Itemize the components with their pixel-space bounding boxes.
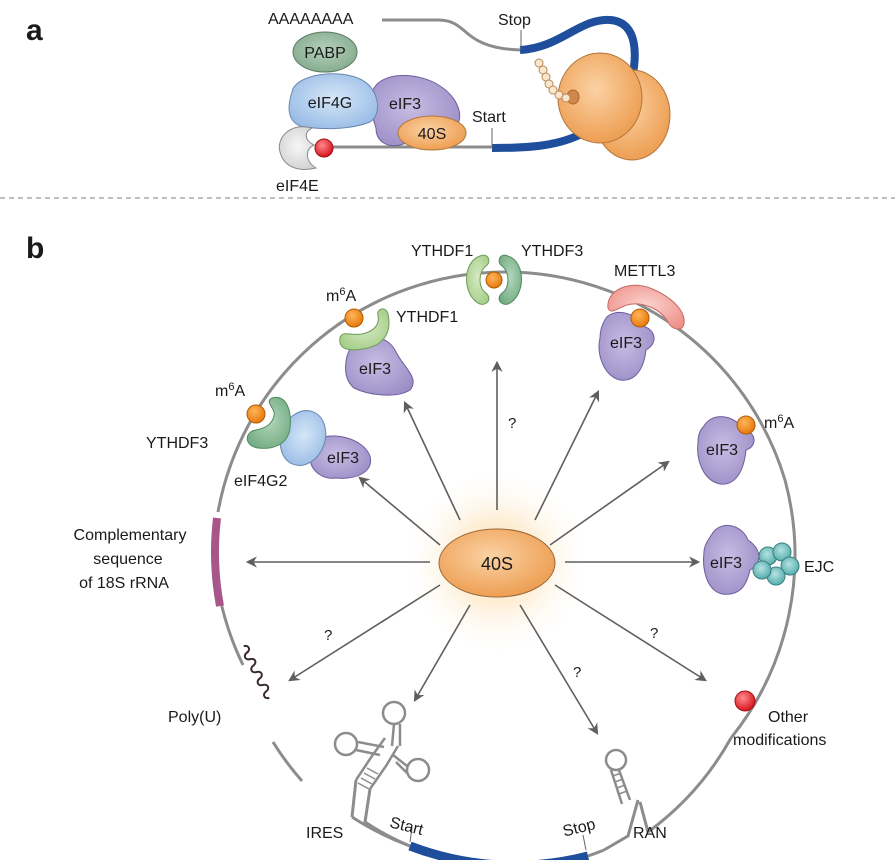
- pabp: [292, 31, 358, 73]
- eif4e: [278, 126, 318, 170]
- question-mark-lower-left: ?: [324, 627, 332, 644]
- ythdf1-top-label: YTHDF1: [411, 243, 473, 260]
- eif3-left-label: eIF3: [327, 450, 359, 467]
- ires-stem-line: [350, 779, 411, 848]
- arrow-bottom-right: [519, 604, 599, 735]
- arrow-lower-right: [554, 584, 707, 682]
- ythdf3-left: [246, 396, 291, 449]
- stop-tick-b: [582, 834, 587, 851]
- eif4e-label: eIF4E: [276, 178, 319, 195]
- ran-stem-line: [603, 799, 650, 852]
- eif4g2-label: eIF4G2: [234, 473, 287, 490]
- poly-a-label: AAAAAAAA: [268, 11, 354, 28]
- start-label-a: Start: [472, 109, 506, 126]
- mettl3: [607, 284, 685, 330]
- nascent-peptide: [534, 58, 571, 103]
- pabp-label: PABP: [304, 45, 346, 62]
- complementary-label-2: sequence: [93, 551, 162, 568]
- arrow-right-upper: [549, 460, 670, 546]
- poly-u-motif: [243, 644, 270, 700]
- ythdf3-top-label: YTHDF3: [521, 243, 583, 260]
- complementary-label-1: Complementary: [74, 527, 187, 544]
- ribosome-40s-center: [438, 528, 556, 598]
- other-modifications-label-1: Other: [768, 709, 809, 726]
- arrow-upper-right: [534, 389, 600, 521]
- eif4g: [288, 73, 378, 130]
- panel-a: a AAAAAAAA Stop Start PABP eIF3 eIF4G 4: [26, 11, 671, 195]
- other-modification-dot: [734, 690, 756, 712]
- eif3-upper-right-label: eIF3: [610, 335, 642, 352]
- arrow-left-upper: [358, 476, 441, 546]
- m6a-left-label: m6A: [215, 381, 245, 400]
- eif3-upper-left: [345, 336, 414, 396]
- poly-u-label: Poly(U): [168, 709, 221, 726]
- arrow-upper-left: [403, 400, 461, 521]
- eif3-right-label: eIF3: [706, 442, 738, 459]
- start-label-b: Start: [388, 814, 425, 839]
- other-modifications-label-2: modifications: [733, 732, 826, 749]
- mettl3-label: METTL3: [614, 263, 675, 280]
- cds-line-a: [519, 15, 639, 79]
- m6a-upper-left: [344, 308, 364, 328]
- eif3-ejc-label: eIF3: [710, 555, 742, 572]
- arrow-lower-left: [288, 584, 441, 682]
- ribosome-40s-label-center: 40S: [481, 554, 513, 574]
- ires-structure: [333, 700, 431, 790]
- m6a-right-label: m6A: [764, 413, 794, 432]
- complementary-label-3: of 18S rRNA: [79, 575, 169, 592]
- cds-line-b: [408, 841, 590, 860]
- ran-hairpin: [604, 748, 632, 805]
- ejc-label: EJC: [804, 559, 834, 576]
- question-mark-bottom-right: ?: [573, 664, 581, 681]
- panel-b-letter: b: [26, 232, 44, 265]
- ran-stem-rungs: [612, 772, 628, 795]
- panel-b: b Start Stop: [26, 232, 834, 860]
- m6a-top: [485, 271, 503, 289]
- ires-label: IRES: [306, 825, 343, 842]
- start-tick-b: [409, 827, 413, 843]
- ythdf3-left-label: YTHDF3: [146, 435, 208, 452]
- ythdf1-left-label: YTHDF1: [396, 309, 458, 326]
- m6a-right: [736, 415, 756, 435]
- question-mark-top: ?: [508, 415, 516, 432]
- m6a-left: [246, 404, 266, 424]
- eif3-upper-left-label: eIF3: [359, 361, 391, 378]
- ejc-complex: [752, 542, 800, 586]
- arrows: [245, 360, 707, 735]
- ires-stem-rungs: [357, 767, 379, 790]
- ythdf3-top: [498, 254, 522, 305]
- stop-label-a: Stop: [498, 12, 531, 29]
- m6a-upper-left-label: m6A: [326, 286, 356, 305]
- ribosome-40s-label-a: 40S: [418, 126, 446, 143]
- ran-label: RAN: [633, 825, 667, 842]
- complementary-sequence-segment: [211, 517, 224, 607]
- m6a-upper-right: [630, 308, 650, 328]
- ythdf1-upper-left: [339, 308, 390, 351]
- cap-structure: [314, 138, 334, 158]
- eif3-label-a: eIF3: [389, 96, 421, 113]
- utr3-line: [382, 18, 521, 52]
- ythdf1-top: [466, 254, 490, 305]
- panel-a-letter: a: [26, 14, 43, 47]
- stop-label-b: Stop: [561, 816, 597, 840]
- arrow-bottom-left: [413, 604, 471, 702]
- eif4g-label: eIF4G: [308, 95, 352, 112]
- question-mark-lower-right: ?: [650, 625, 658, 642]
- eif3-ejc: [703, 525, 760, 595]
- cds-line-a-lower: [491, 128, 587, 152]
- ribosome-40s-a: [397, 115, 467, 151]
